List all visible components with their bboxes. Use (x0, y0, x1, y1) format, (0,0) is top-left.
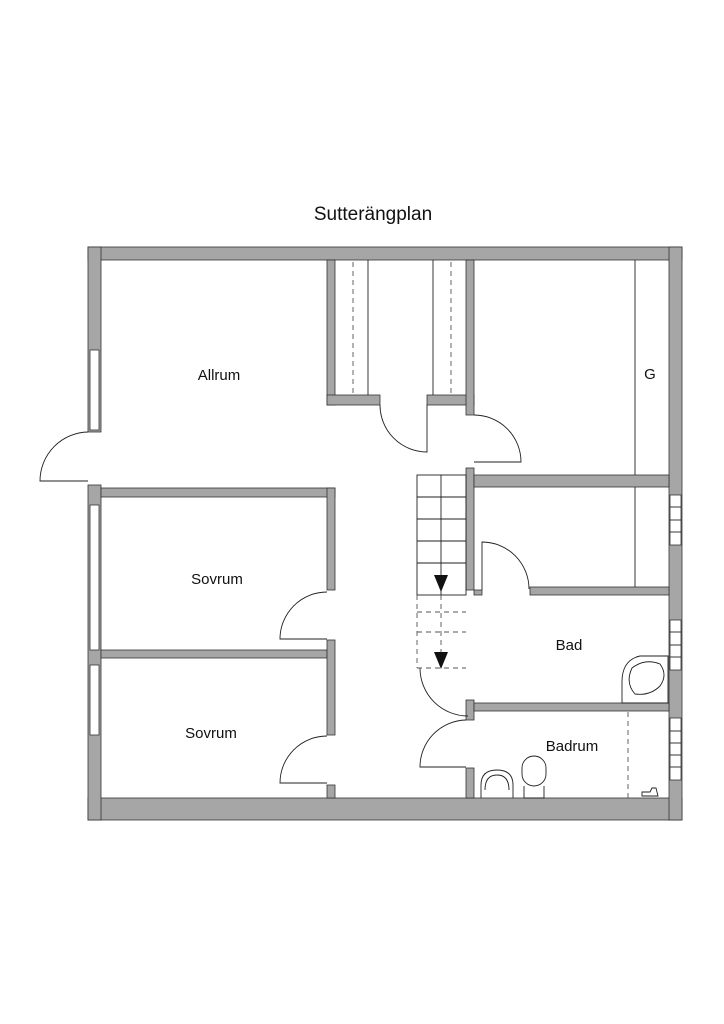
stair-arrow-icon (434, 575, 448, 592)
wall-sovrum-sovrum (100, 649, 328, 659)
fixtures (480, 655, 669, 799)
wall (473, 589, 483, 596)
room-labels: Allrum G Sovrum Sovrum Bad Badrum (185, 366, 656, 755)
faucet-icon (641, 787, 659, 797)
exterior-door (39, 431, 89, 482)
doors (39, 404, 530, 784)
wall (473, 702, 670, 712)
room-label-badrum: Badrum (546, 738, 599, 755)
sink-icon (480, 769, 514, 798)
walls (87, 246, 683, 821)
wall (326, 639, 336, 736)
wall (326, 259, 336, 406)
sovrum-door (279, 735, 328, 784)
inner-door (481, 541, 530, 590)
window (89, 349, 100, 431)
stairs (416, 474, 467, 669)
bad-door (419, 667, 469, 717)
wall (465, 259, 475, 416)
room-label-sovrum: Sovrum (185, 725, 237, 742)
interior-lines (352, 260, 636, 798)
wall (326, 394, 381, 406)
bathtub-icon (621, 655, 669, 704)
wall (529, 586, 670, 596)
sovrum-door (279, 591, 328, 640)
wall (473, 474, 670, 488)
wall-allrum-sovrum (100, 487, 336, 498)
wall (465, 467, 475, 591)
window (89, 664, 100, 736)
garage-door (473, 414, 522, 463)
outer-wall-bottom (87, 797, 683, 821)
closet-door (379, 404, 428, 453)
room-label-bad: Bad (556, 637, 583, 654)
wall (326, 784, 336, 799)
toilet-icon (521, 755, 547, 799)
badrum-door (419, 719, 467, 768)
outer-wall-top (87, 246, 683, 261)
window (669, 717, 682, 781)
room-label-allrum: Allrum (198, 367, 241, 384)
room-label-sovrum: Sovrum (191, 571, 243, 588)
window (89, 504, 100, 651)
room-label-g: G (644, 366, 656, 383)
wall (465, 767, 475, 799)
plan-title: Sutterängplan (314, 204, 432, 225)
wall (326, 487, 336, 591)
stair-arrow-icon (434, 652, 448, 669)
wall (465, 699, 475, 721)
